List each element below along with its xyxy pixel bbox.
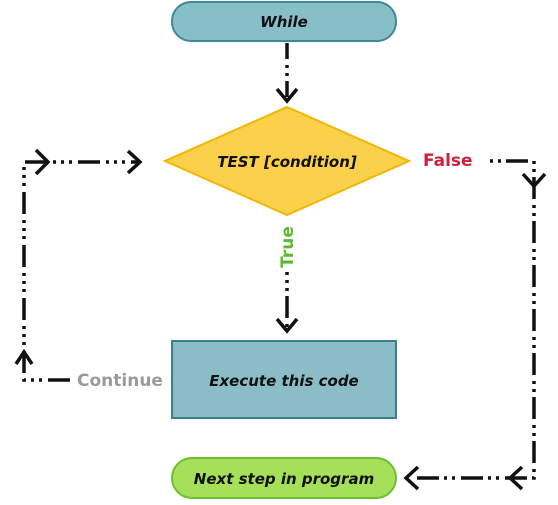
test-condition-node: TEST [condition] <box>162 105 412 217</box>
while-node-label: While <box>260 13 308 31</box>
execute-code-shape <box>171 340 397 419</box>
arrow-false-to-next <box>403 159 547 491</box>
execute-code-node: Execute this code <box>171 340 397 419</box>
arrowhead-left <box>403 465 420 491</box>
arrowhead-down-corner <box>521 172 547 189</box>
loop-connector-line <box>22 160 138 382</box>
arrowhead-down <box>275 317 299 334</box>
next-step-node: Next step in program <box>171 457 397 499</box>
test-condition-label: TEST [condition] <box>217 153 357 171</box>
false-connector-line <box>412 159 536 480</box>
arrowhead-right <box>126 149 143 175</box>
arrow-test-to-execute <box>275 272 299 334</box>
arrowhead-up <box>14 348 34 365</box>
continue-label: Continue <box>77 371 163 391</box>
next-step-shape <box>171 457 397 499</box>
true-branch-label: True <box>278 226 298 268</box>
while-node: While <box>171 1 397 42</box>
arrowhead-right-corner <box>34 148 51 176</box>
next-step-label: Next step in program <box>194 470 374 488</box>
execute-code-label: Execute this code <box>209 372 358 390</box>
false-branch-label: False <box>423 151 473 171</box>
arrowhead-left-corner <box>507 465 524 491</box>
test-condition-shape <box>162 105 412 217</box>
arrowhead-down <box>275 87 299 104</box>
arrow-while-to-test <box>275 43 299 104</box>
arrow-continue-loop <box>14 148 143 382</box>
while-node-shape <box>171 1 397 42</box>
